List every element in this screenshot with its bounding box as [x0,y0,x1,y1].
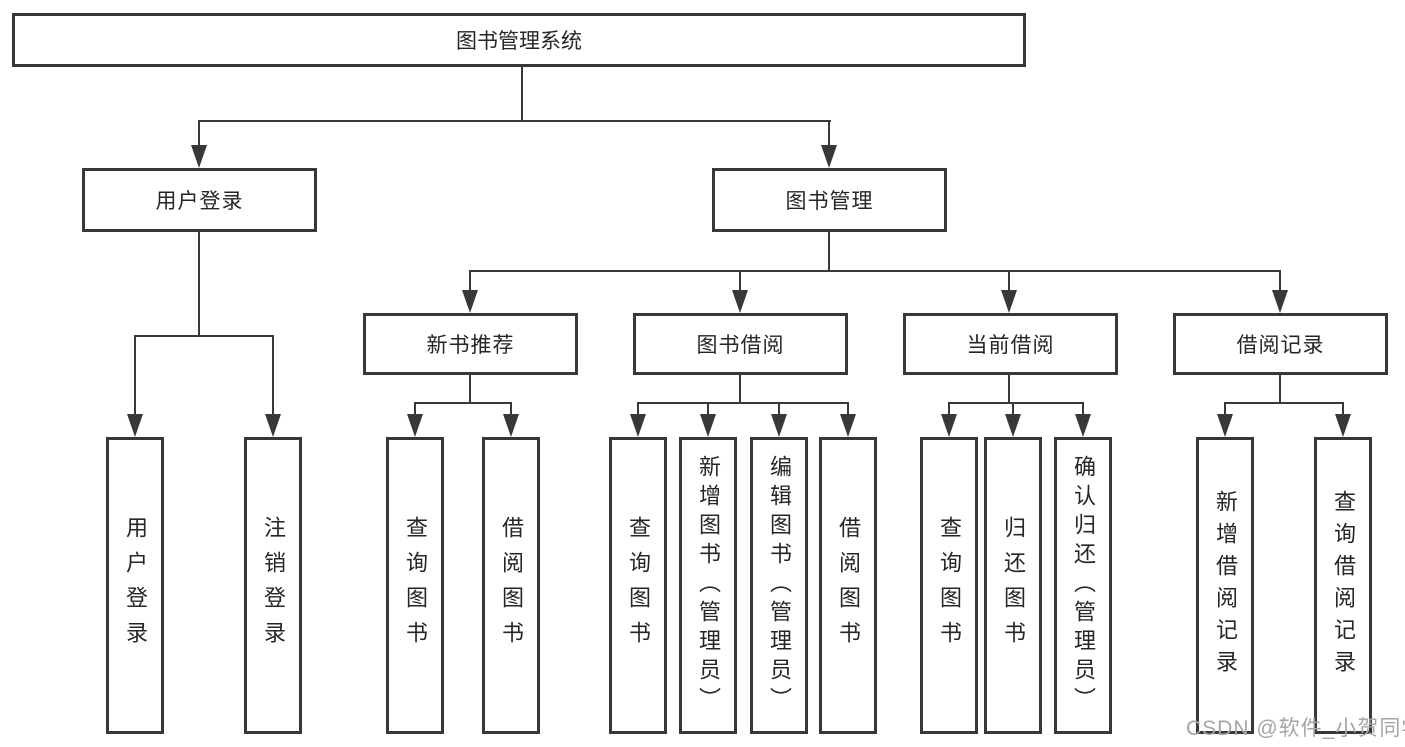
node-label: 用户登录 [155,190,244,213]
connector-line [1224,402,1226,416]
node-label: 当前借阅 [966,334,1055,357]
csdn-watermark: CSDN @软件_小贺同学 [1186,717,1405,740]
arrow-down-icon [191,145,207,168]
connector-line [272,335,274,416]
arrow-down-icon [407,414,423,437]
arrow-down-icon [127,414,143,437]
arrow-down-icon [840,414,856,437]
node-new-book-recommend: 新书推荐 [363,313,578,375]
connector-line [847,402,849,416]
leaf-label: 查询图书 [626,515,651,656]
connector-line [521,67,523,122]
leaf-label: 借阅图书 [836,515,861,656]
connector-line [198,120,831,122]
arrow-down-icon [771,414,787,437]
connector-line [1008,270,1010,292]
connector-line [1008,375,1010,404]
leaf-query-books-current: 查询图书 [920,437,978,734]
node-user-login: 用户登录 [82,168,317,232]
connector-line [739,270,741,292]
arrow-down-icon [1335,414,1351,437]
connector-line [1342,402,1344,416]
connector-line [469,375,471,404]
arrow-down-icon [732,290,748,313]
connector-line [828,232,830,272]
node-root-library-system: 图书管理系统 [12,13,1026,67]
leaf-label: 查询图书 [403,515,428,656]
connector-line [1012,402,1014,416]
node-book-management: 图书管理 [712,168,947,232]
connector-line [469,270,471,292]
leaf-label: 新增借阅记录 [1213,489,1238,682]
node-label: 图书借阅 [696,334,785,357]
node-borrow-records: 借阅记录 [1173,313,1388,375]
node-current-borrow: 当前借阅 [903,313,1118,375]
leaf-query-books-borrow: 查询图书 [609,437,667,734]
connector-line [134,335,274,337]
arrow-down-icon [821,145,837,168]
connector-line [739,375,741,404]
leaf-label: 归还图书 [1001,515,1026,656]
connector-line [469,270,1281,272]
connector-line [198,120,200,147]
leaf-label: 新增图书（管理员） [696,455,721,716]
connector-line [414,402,416,416]
leaf-logout: 注销登录 [244,437,302,734]
connector-line [1082,402,1084,416]
arrow-down-icon [1001,290,1017,313]
leaf-query-borrow-record: 查询借阅记录 [1314,437,1372,734]
leaf-label: 确认归还（管理员） [1071,455,1096,716]
leaf-label: 查询借阅记录 [1331,489,1356,682]
arrow-down-icon [1075,414,1091,437]
node-book-borrow: 图书借阅 [633,313,848,375]
leaf-label: 查询图书 [937,515,962,656]
connector-line [637,402,849,404]
arrow-down-icon [630,414,646,437]
arrow-down-icon [1217,414,1233,437]
arrow-down-icon [265,414,281,437]
leaf-user-login: 用户登录 [106,437,164,734]
leaf-add-book-admin: 新增图书（管理员） [679,437,737,734]
arrow-down-icon [1005,414,1021,437]
leaf-add-borrow-record: 新增借阅记录 [1196,437,1254,734]
arrow-down-icon [941,414,957,437]
connector-line [637,402,639,416]
connector-line [1279,375,1281,404]
connector-line [948,402,1084,404]
connector-line [1224,402,1344,404]
leaf-label: 注销登录 [261,515,286,656]
leaf-return-book: 归还图书 [984,437,1042,734]
arrow-down-icon [503,414,519,437]
connector-line [510,402,512,416]
leaf-label: 用户登录 [123,515,148,656]
arrow-down-icon [462,290,478,313]
connector-line [1279,270,1281,292]
node-label: 图书管理系统 [456,30,582,53]
arrow-down-icon [700,414,716,437]
leaf-confirm-return-admin: 确认归还（管理员） [1054,437,1112,734]
connector-line [828,120,830,147]
leaf-borrow-book: 借阅图书 [819,437,877,734]
node-label: 图书管理 [785,190,874,213]
leaf-borrow-books-recommend: 借阅图书 [482,437,540,734]
leaf-label: 借阅图书 [499,515,524,656]
leaf-label: 编辑图书（管理员） [767,455,792,716]
leaf-query-books-recommend: 查询图书 [386,437,444,734]
arrow-down-icon [1272,290,1288,313]
connector-line [414,402,512,404]
connector-line [134,335,136,416]
connector-line [198,232,200,337]
connector-line [948,402,950,416]
node-label: 新书推荐 [426,334,515,357]
connector-line [778,402,780,416]
leaf-edit-book-admin: 编辑图书（管理员） [750,437,808,734]
connector-line [707,402,709,416]
node-label: 借阅记录 [1236,334,1325,357]
